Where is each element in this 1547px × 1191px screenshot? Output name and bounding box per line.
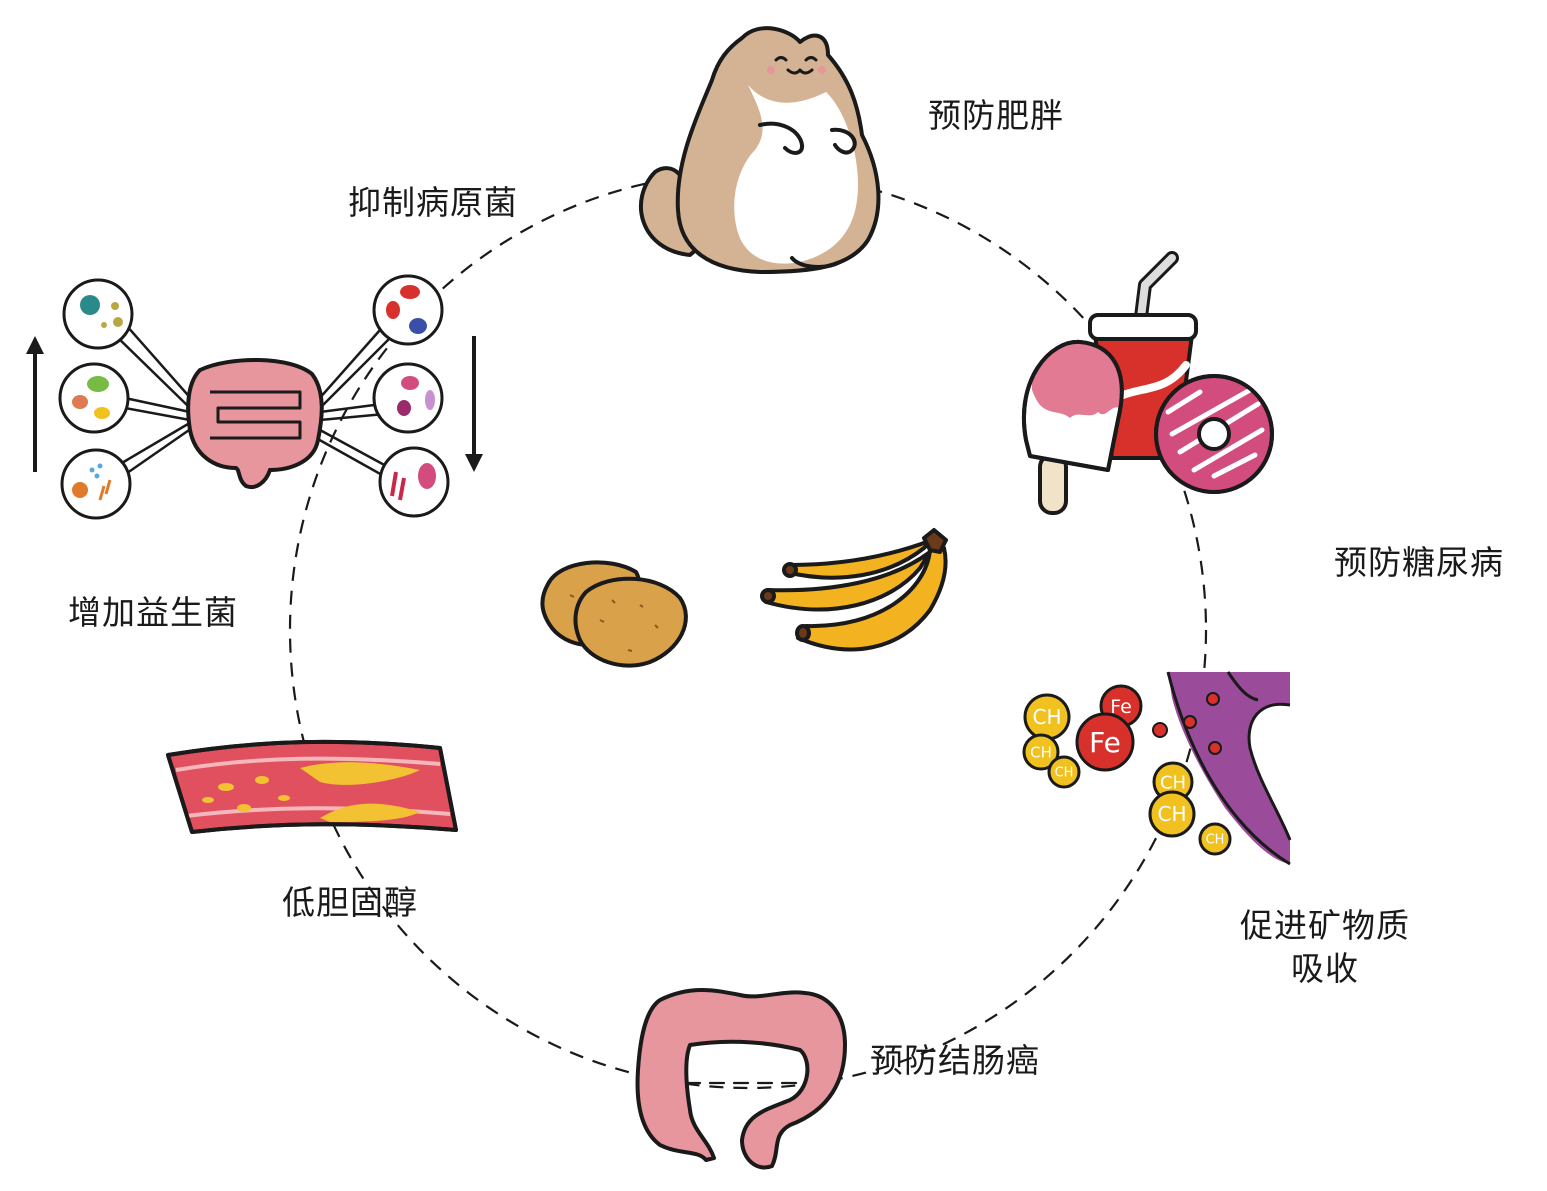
cycle-dashed-circle [288,170,1208,1090]
label-prevent-diabetes: 预防糖尿病 [1334,543,1504,582]
ch-particle: CH [1198,822,1232,856]
fe-particle-label: Fe [1089,726,1121,759]
artery-icon [166,739,458,834]
potato-icon [540,560,688,668]
label-mineral-absorption: 促进矿物质 吸收 [1232,905,1418,991]
ch-particle: CH [1047,755,1081,789]
ch-particle: CH [1022,733,1060,771]
fe-particle-label: Fe [1110,696,1132,718]
fat-cat-icon [638,26,881,274]
fe-particle: Fe [1075,712,1135,772]
ch-particle-label: CH [1030,743,1052,761]
ch-particle: CH [1023,693,1071,741]
ch-particle-label: CH [1055,766,1074,781]
label-prevent-obesity: 预防肥胖 [928,96,1064,135]
label-inhibit-pathogens: 抑制病原菌 [348,183,518,222]
banana-icon [760,528,948,652]
ch-particle-label: CH [1032,705,1061,729]
ch-particle-label: CH [1157,802,1186,826]
increase-arrow [26,336,44,472]
label-prevent-colon-cancer: 预防结肠癌 [870,1041,1040,1080]
mineral-absorption-icon [1152,671,1292,866]
sweets-icon [1022,251,1274,515]
label-increase-probiotics: 增加益生菌 [68,593,238,632]
colon-icon [635,988,847,1170]
ch-particle: CH [1152,761,1194,803]
decrease-arrow [465,336,483,472]
ch-particle-label: CH [1206,833,1225,848]
ch-particle-label: CH [1160,772,1186,793]
label-low-cholesterol: 低胆固醇 [282,883,418,922]
gut-microbiota-icon [26,274,483,520]
ch-particle: CH [1148,790,1196,838]
label-mineral-line1: 促进矿物质 [1240,906,1410,945]
label-mineral-line2: 吸收 [1291,948,1359,988]
